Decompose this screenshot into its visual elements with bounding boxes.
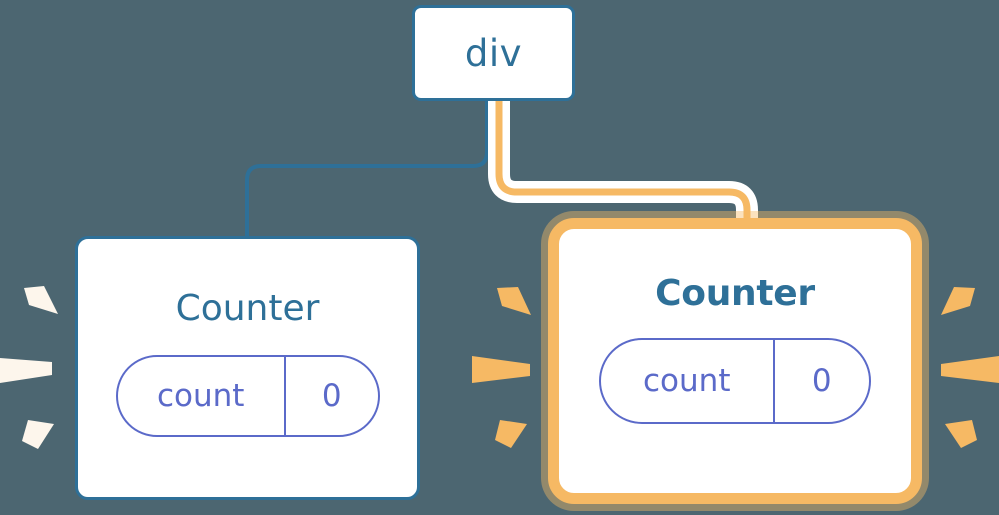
spark-icon [941, 287, 975, 315]
node-counter-right-title: Counter [655, 273, 815, 314]
spark-icon [24, 286, 58, 314]
edge-div-to-right [495, 96, 751, 250]
spark-group-left [0, 286, 58, 449]
spark-icon [472, 356, 530, 383]
edge-div-to-left [245, 98, 489, 242]
node-div[interactable]: div [412, 5, 575, 101]
spark-icon [0, 358, 52, 383]
state-pill-right[interactable]: count 0 [599, 338, 871, 424]
state-pill-left[interactable]: count 0 [115, 355, 380, 437]
node-counter-left[interactable]: Counter count 0 [75, 236, 420, 500]
spark-icon [497, 287, 531, 315]
spark-icon [495, 420, 527, 448]
state-value: 0 [321, 377, 342, 414]
state-key: count [601, 340, 775, 422]
spark-group-middle [472, 287, 531, 448]
spark-icon [945, 420, 977, 448]
spark-icon [941, 356, 999, 383]
spark-group-right [941, 287, 999, 448]
node-counter-right[interactable]: Counter count 0 [548, 218, 922, 504]
state-value: 0 [811, 362, 832, 399]
spark-icon [22, 420, 54, 449]
state-key: count [118, 357, 286, 435]
node-counter-left-title: Counter [175, 288, 320, 329]
node-div-label: div [464, 31, 523, 75]
